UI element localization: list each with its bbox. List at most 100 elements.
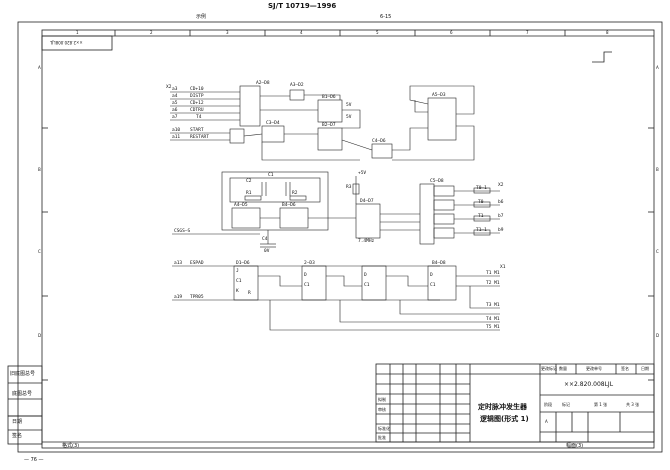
label-signature: 签名 bbox=[12, 433, 23, 439]
standard-number: SJ/T 10719—1996 bbox=[268, 2, 337, 10]
col-6: 6 bbox=[450, 30, 453, 35]
sheet-total: 共 3 张 bbox=[626, 402, 640, 407]
part-ref: B1—D6 bbox=[322, 95, 336, 100]
part-ref: C3—D4 bbox=[266, 121, 280, 126]
page-number: — 76 — bbox=[24, 457, 44, 463]
col-1: 1 bbox=[76, 30, 79, 35]
ff-pin: D bbox=[364, 273, 367, 278]
output-label: T2 M1 bbox=[486, 281, 500, 286]
figure-number: 6-15 bbox=[380, 14, 392, 20]
input-pin: a13 bbox=[174, 261, 183, 266]
ff-pin: D bbox=[304, 273, 307, 278]
output-pin: b7 bbox=[498, 214, 504, 219]
role-label: 批准 bbox=[378, 435, 386, 440]
part-ref: R1 bbox=[246, 191, 252, 196]
stage-label: 阶段 bbox=[544, 402, 552, 407]
part-ref: C1 bbox=[268, 173, 274, 178]
input-signal: RESTART bbox=[190, 135, 209, 140]
col-7: 7 bbox=[526, 30, 529, 35]
col-2: 2 bbox=[150, 30, 153, 35]
col-4: 4 bbox=[300, 30, 303, 35]
rev-header: 更改标记 bbox=[541, 366, 557, 371]
input-pin: a3 bbox=[172, 87, 178, 92]
power-label: +5V bbox=[358, 171, 367, 176]
ff-pin: D bbox=[430, 273, 433, 278]
col-5: 5 bbox=[376, 30, 379, 35]
ff-pin: C1 bbox=[364, 283, 370, 288]
part-ref: R2 bbox=[292, 191, 298, 196]
part-ref: C2 bbox=[246, 179, 252, 184]
input-signal: ESPAD bbox=[190, 261, 204, 266]
output-pin: X2 bbox=[498, 183, 504, 188]
part-ref: A5—D3 bbox=[432, 93, 446, 98]
part-ref: D1—D6 bbox=[236, 261, 250, 266]
output-label: T3 M1 bbox=[486, 303, 500, 308]
output-label: T1 M1 bbox=[486, 271, 500, 276]
ff-pin: C1 bbox=[236, 279, 242, 284]
row-a-right: A bbox=[656, 65, 659, 70]
input-pin: a11 bbox=[172, 135, 181, 140]
drawing-number: ××2.820.008LJL bbox=[564, 381, 614, 388]
label-base-total: 底图总号 bbox=[12, 391, 33, 397]
crystal-label: 7.4MHz bbox=[358, 239, 375, 244]
input-signal: TPR05 bbox=[190, 295, 204, 300]
input-pin: a5 bbox=[172, 101, 178, 106]
clock-label: CSGS—S bbox=[174, 229, 191, 234]
row-d: D bbox=[38, 333, 42, 338]
role-label: 拟制 bbox=[378, 397, 386, 402]
output-label: T1—1 bbox=[476, 228, 487, 233]
output-pin: b6 bbox=[498, 200, 504, 205]
row-a: A bbox=[38, 65, 41, 70]
rev-header: 更改单号 bbox=[586, 366, 602, 371]
sheet-number: 第 1 张 bbox=[594, 402, 608, 407]
ff-pin: R bbox=[248, 291, 251, 296]
input-pin: a19 bbox=[174, 295, 183, 300]
row-b: B bbox=[38, 167, 41, 172]
title-block bbox=[375, 363, 655, 443]
input-signal: CD+12 bbox=[190, 101, 204, 106]
output-label: T1 bbox=[478, 214, 484, 219]
output-label: T4 M1 bbox=[486, 317, 500, 322]
part-ref: B2—D7 bbox=[322, 123, 336, 128]
reference-drawing-number: ××2.820.008LJL bbox=[50, 40, 83, 45]
output-label: T0 bbox=[478, 200, 484, 205]
part-ref: B4—D6 bbox=[282, 203, 296, 208]
output-label: T5 M1 bbox=[486, 325, 500, 330]
rev-header: 数量 bbox=[559, 366, 567, 371]
input-signal: CD+10 bbox=[190, 87, 204, 92]
col-8: 8 bbox=[606, 30, 609, 35]
mark-label: 标记 bbox=[562, 402, 570, 407]
drawing-title: 定时脉冲发生器 bbox=[478, 403, 527, 411]
ff-pin: C1 bbox=[304, 283, 310, 288]
footer-size: 幅面(3) bbox=[566, 443, 584, 449]
row-b-right: B bbox=[656, 167, 659, 172]
output-pin: b9 bbox=[498, 228, 504, 233]
output-label: T0—1 bbox=[476, 186, 487, 191]
input-signal: CDTRU bbox=[190, 108, 204, 113]
part-ref: C4—D6 bbox=[372, 139, 386, 144]
input-signal: START bbox=[190, 128, 204, 133]
role-label: 审核 bbox=[378, 407, 386, 412]
outer-frame bbox=[17, 21, 663, 453]
part-ref: A2—D8 bbox=[256, 81, 270, 86]
part-ref: D4—D7 bbox=[360, 199, 374, 204]
output-pin: X1 bbox=[500, 265, 506, 270]
role-label: 标准化 bbox=[378, 426, 390, 431]
schematic bbox=[170, 85, 500, 331]
power-label: 0V bbox=[264, 249, 270, 254]
row-d-right: D bbox=[656, 333, 660, 338]
power-label: 5V bbox=[346, 115, 352, 120]
part-ref: C5—D8 bbox=[430, 179, 444, 184]
input-pin: a6 bbox=[172, 108, 178, 113]
drawing-subtitle: 逻辑图(形式 1) bbox=[480, 415, 529, 423]
rev-header: 日期 bbox=[641, 366, 649, 371]
footer-format: 格式(3) bbox=[62, 443, 80, 449]
part-ref: 2—D3 bbox=[304, 261, 315, 266]
input-pin: a4 bbox=[172, 94, 178, 99]
input-signal: T4 bbox=[196, 115, 202, 120]
part-ref: C4 bbox=[262, 237, 268, 242]
label-date: 日期 bbox=[12, 419, 23, 425]
col-3: 3 bbox=[226, 30, 229, 35]
part-ref: A4—D5 bbox=[234, 203, 248, 208]
